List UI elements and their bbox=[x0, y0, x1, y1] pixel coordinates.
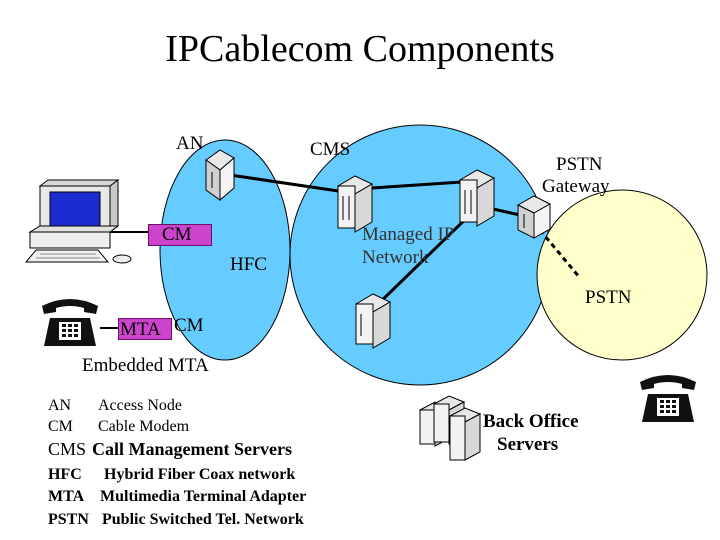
managed-ip-label-line2: Network bbox=[362, 247, 429, 268]
telephone-icon-2 bbox=[640, 375, 696, 422]
pstn-gateway-label-line2: Gateway bbox=[542, 176, 610, 197]
mta-cm-label: CM bbox=[174, 315, 204, 336]
legend-abbr: AN bbox=[48, 397, 72, 414]
legend-abbr: CM bbox=[48, 418, 73, 435]
legend-desc: Multimedia Terminal Adapter bbox=[100, 488, 307, 505]
pstn-label: PSTN bbox=[585, 287, 632, 308]
managed-ip-label-line1: Managed IP bbox=[362, 224, 455, 245]
back-office-servers bbox=[418, 395, 482, 461]
mta-box bbox=[118, 318, 172, 340]
legend-desc: Cable Modem bbox=[98, 418, 190, 435]
cms-server-2 bbox=[458, 169, 496, 227]
telephone-icon bbox=[42, 299, 98, 346]
cms-server bbox=[336, 175, 374, 233]
ip-network-server bbox=[354, 293, 392, 349]
legend-abbr: CMS bbox=[48, 439, 87, 459]
computer-icon bbox=[24, 179, 132, 264]
back-office-label-line1: Back Office bbox=[483, 411, 579, 432]
pstn-network-area bbox=[536, 189, 708, 361]
cm-label: CM bbox=[162, 224, 192, 245]
legend-abbr: PSTN bbox=[48, 511, 89, 528]
page-title: IPCablecom Components bbox=[165, 28, 555, 70]
cm-box bbox=[148, 224, 212, 246]
legend-desc: Access Node bbox=[98, 397, 182, 414]
hfc-label: HFC bbox=[230, 254, 267, 275]
legend-desc: Public Switched Tel. Network bbox=[102, 511, 304, 528]
cms-label: CMS bbox=[310, 139, 351, 160]
mta-label: MTA bbox=[120, 319, 161, 340]
legend-desc: Call Management Servers bbox=[92, 439, 292, 459]
access-node-device bbox=[205, 149, 235, 202]
legend-abbr: MTA bbox=[48, 488, 85, 505]
pstn-gateway-label-line1: PSTN bbox=[556, 154, 603, 175]
pstn-gateway-link bbox=[538, 229, 582, 279]
legend-desc: Hybrid Fiber Coax network bbox=[104, 466, 296, 483]
an-label: AN bbox=[176, 133, 204, 154]
embedded-mta-label: Embedded MTA bbox=[82, 355, 209, 376]
pstn-gateway-device bbox=[516, 195, 552, 239]
back-office-label-line2: Servers bbox=[497, 434, 559, 455]
legend-abbr: HFC bbox=[48, 466, 82, 483]
